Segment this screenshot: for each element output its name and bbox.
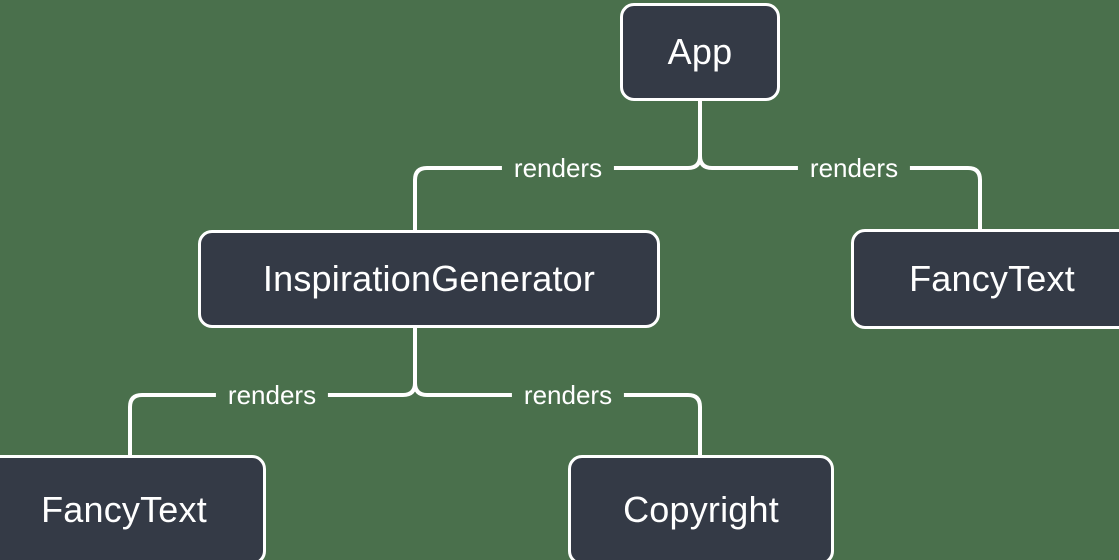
node-fancytext-right-label: FancyText <box>909 258 1075 299</box>
node-fancytext-bottom-left[interactable]: FancyText <box>0 455 266 560</box>
edge-label-app-to-inspiration-generator: renders <box>501 155 615 181</box>
wire-inspiration-generator-to-copyright <box>413 381 702 457</box>
edge-label-inspiration-generator-to-copyright: renders <box>511 382 625 408</box>
node-copyright[interactable]: Copyright <box>568 455 834 560</box>
node-copyright-label: Copyright <box>623 489 779 530</box>
node-inspiration-generator-label: InspirationGenerator <box>262 258 596 299</box>
node-app-label: App <box>667 31 733 72</box>
node-inspiration-generator[interactable]: InspirationGenerator <box>198 230 660 328</box>
wire-inspiration-generator-to-fancytext <box>128 381 417 457</box>
node-fancytext-right[interactable]: FancyText <box>851 229 1119 329</box>
edge-label-inspiration-generator-to-fancytext: renders <box>215 382 329 408</box>
wire-app-to-inspiration-generator <box>413 154 702 232</box>
wire-app-to-fancytext-right <box>698 154 982 231</box>
edge-label-app-to-fancytext-right: renders <box>797 155 911 181</box>
node-fancytext-bottom-left-label: FancyText <box>41 489 207 530</box>
node-app[interactable]: App <box>620 3 780 101</box>
